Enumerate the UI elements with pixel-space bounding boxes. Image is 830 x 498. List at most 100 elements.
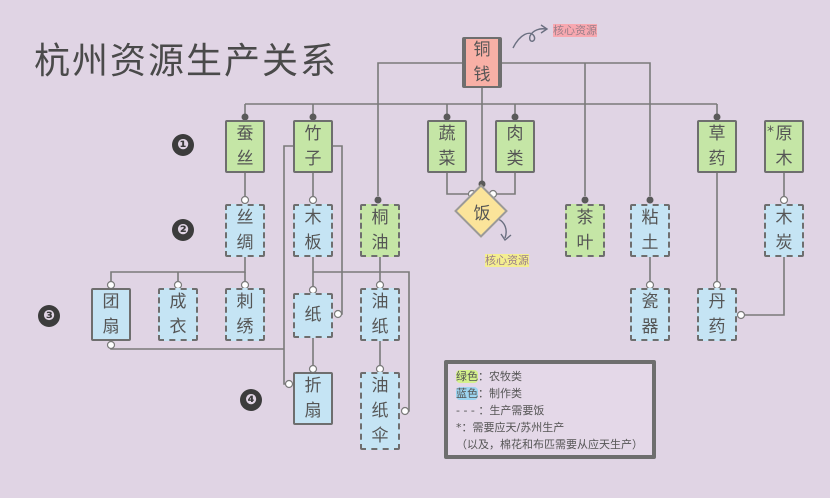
node-text: 炭: [775, 232, 793, 253]
node-cixiu[interactable]: 刺 绣: [225, 288, 265, 341]
node-text: 成: [169, 291, 187, 312]
node-text: 扇: [102, 316, 120, 337]
node-text: 桐: [371, 207, 389, 228]
core-resource-tag-rice: 核心资源: [485, 252, 529, 268]
step-3-marker: ❸: [38, 305, 60, 327]
connector-hollow: [779, 195, 789, 205]
wire-roulei-fan: [493, 173, 516, 195]
connector-dot: [309, 113, 317, 121]
node-text: 扇: [304, 400, 322, 421]
wire-tongqian-tongyou: [377, 62, 462, 196]
legend-star-key: *: [456, 421, 462, 434]
legend-blue-key: 蓝色: [456, 387, 478, 400]
arrow-head-icon: [540, 24, 549, 34]
connector-hollow: [333, 309, 343, 319]
connector-hollow: [400, 406, 410, 416]
node-caoyao[interactable]: 草 药: [697, 120, 737, 173]
node-text: 绸: [236, 232, 254, 253]
node-text: 叶: [576, 232, 594, 253]
connector-hollow: [240, 195, 250, 205]
connector-dot: [713, 113, 721, 121]
legend-row-star: *：需要应天/苏州生产: [456, 419, 644, 436]
connector-dot: [241, 113, 249, 121]
legend-row-blue: 蓝色：制作类: [456, 385, 644, 402]
node-text: 茶: [576, 207, 594, 228]
connector-dot: [646, 196, 654, 204]
node-youzhi[interactable]: 油 纸: [360, 288, 400, 341]
node-text: 丹: [708, 291, 726, 312]
node-text: 器: [641, 316, 659, 337]
node-text: 油: [371, 232, 389, 253]
connector-dot: [374, 196, 382, 204]
node-text: 团: [102, 291, 120, 312]
node-text: 折: [304, 375, 322, 396]
node-roulei[interactable]: 肉 类: [495, 120, 535, 173]
node-text: 蔬: [438, 123, 456, 144]
node-text: 衣: [169, 316, 187, 337]
connector-hollow: [736, 310, 746, 320]
node-chaye[interactable]: 茶 叶: [565, 204, 605, 257]
node-text: 子: [304, 148, 322, 169]
node-zhuzi[interactable]: 竹 子: [293, 120, 333, 173]
node-text: 木: [775, 148, 793, 169]
node-tongqian[interactable]: 铜 钱: [462, 37, 502, 88]
node-chengyi[interactable]: 成 衣: [158, 288, 198, 341]
node-tuanshan[interactable]: 团 扇: [91, 288, 131, 341]
node-text: 原: [775, 123, 793, 144]
legend-dash-desc: ：生产需要饭: [478, 404, 545, 417]
node-text: 伞: [371, 425, 389, 446]
node-text: 肉: [506, 123, 524, 144]
node-zheshan[interactable]: 折 扇: [293, 372, 333, 425]
node-text: 粘: [641, 207, 659, 228]
step-4-marker: ❹: [240, 389, 262, 411]
connector-dot: [443, 113, 451, 121]
node-text: 板: [304, 232, 322, 253]
node-text: 丝: [236, 148, 254, 169]
core-resource-tag-coin: 核心资源: [553, 22, 597, 38]
connector-dot: [511, 113, 519, 121]
node-text: 草: [708, 123, 726, 144]
node-yuanmu[interactable]: * 原 木: [764, 120, 804, 173]
node-sichou[interactable]: 丝 绸: [225, 204, 265, 257]
connector-hollow: [284, 379, 294, 389]
arrow-curl-icon: [497, 218, 507, 239]
wire-zhuzi-zheshan: [283, 145, 293, 385]
node-text: 绣: [236, 316, 254, 337]
node-text: 丝: [236, 207, 254, 228]
node-text: 纸: [304, 305, 322, 325]
node-text: 油: [371, 291, 389, 312]
node-fan-label: 饭: [473, 204, 491, 224]
node-text: 油: [371, 375, 389, 396]
node-text: 钱: [473, 64, 491, 85]
legend-green-key: 绿色: [456, 370, 478, 383]
node-ciqi[interactable]: 瓷 器: [630, 288, 670, 341]
step-1-marker: ❶: [172, 134, 194, 156]
arrow-head-icon: [500, 233, 512, 242]
wire-mutan-danyao: [741, 257, 785, 316]
legend-green-desc: ：农牧类: [478, 370, 522, 383]
legend-row-green: 绿色：农牧类: [456, 368, 644, 385]
legend-row-dash: - - - ：生产需要饭: [456, 402, 644, 419]
node-muban[interactable]: 木 板: [293, 204, 333, 257]
node-tongyou[interactable]: 桐 油: [360, 204, 400, 257]
wire-zhuzi-zhi: [333, 145, 343, 315]
connector-dot: [581, 196, 589, 204]
node-shucai[interactable]: 蔬 菜: [427, 120, 467, 173]
wire-tongqian-niantu: [502, 62, 651, 196]
legend-box: 绿色：农牧类 蓝色：制作类 - - - ：生产需要饭 *：需要应天/苏州生产 （…: [444, 360, 656, 459]
node-text: 菜: [438, 148, 456, 169]
node-text: 铜: [473, 39, 491, 60]
node-danyao[interactable]: 丹 药: [697, 288, 737, 341]
legend-dash-key: - - -: [456, 404, 479, 417]
node-text: 竹: [304, 123, 322, 144]
core-resource-label: 核心资源: [553, 24, 597, 37]
node-niantu[interactable]: 粘 土: [630, 204, 670, 257]
node-cansi[interactable]: 蚕 丝: [225, 120, 265, 173]
star-marker: *: [767, 124, 774, 140]
node-zhi[interactable]: 纸: [293, 293, 333, 338]
connector-hollow: [308, 195, 318, 205]
node-youzhisan[interactable]: 油 纸 伞: [360, 372, 400, 450]
node-text: 药: [708, 316, 726, 337]
wire-shucai-fan: [446, 173, 472, 195]
node-mutan[interactable]: 木 炭: [764, 204, 804, 257]
